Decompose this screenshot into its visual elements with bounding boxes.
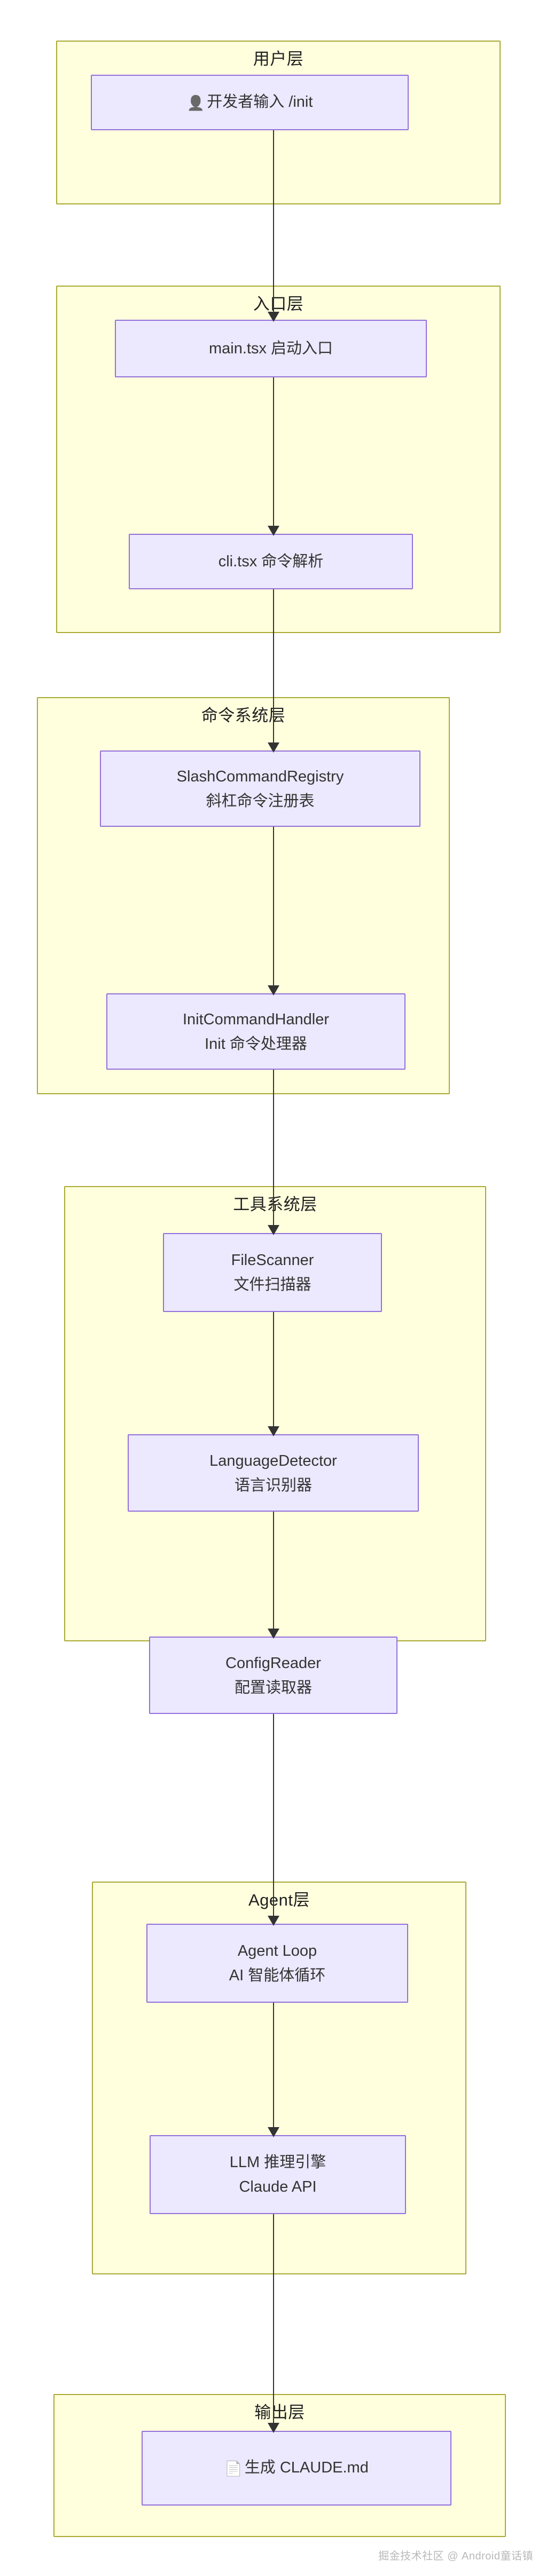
node-text-line: 生成 CLAUDE.md [244,2459,369,2476]
cluster-title-user-layer: 用户层 [253,50,304,68]
node-text-line: Claude API [239,2178,317,2195]
node-text-line: Init 命令处理器 [205,1035,307,1053]
arrowhead-edge-user-to-entry [268,312,279,322]
node-text-line: SlashCommandRegistry [176,768,344,785]
edge-edge-scanner-to-detector [273,1312,274,1427]
arrowhead-edge-llm-to-output [268,2423,279,2433]
arrowhead-edge-config-to-agentloop [268,1916,279,1926]
node-text-line: AI 智能体循环 [229,1967,326,1984]
node-label-llm-inference-engine: LLM 推理引擎 Claude API [224,2150,331,2199]
node-generate-claude-md[interactable]: 📄生成 CLAUDE.md [142,2431,451,2506]
node-label-slash-command-registry: SlashCommandRegistry 斜杠命令注册表 [171,764,349,813]
arrowhead-edge-registry-to-handler [268,985,279,995]
node-text-line: 文件扫描器 [233,1276,311,1293]
cluster-title-command-system-layer: 命令系统层 [201,706,286,725]
node-text-line: FileScanner [231,1252,314,1269]
arrowhead-edge-agentloop-to-llm [268,2127,279,2137]
node-developer-input[interactable]: 👤开发者输入 /init [91,75,409,130]
cluster-title-tool-system-layer: 工具系统层 [233,1195,317,1214]
node-text-line: main.tsx 启动入口 [208,340,333,357]
edge-edge-detector-to-config [273,1512,274,1630]
node-text-line: Agent Loop [237,1942,317,1959]
arrowhead-edge-scanner-to-detector [268,1426,279,1436]
person-icon: 👤 [186,94,205,112]
edge-edge-user-to-entry [273,130,274,313]
watermark: 掘金技术社区 @ Android童话镇 [378,2550,533,2562]
node-agent-loop[interactable]: Agent Loop AI 智能体循环 [146,1924,408,2003]
edge-edge-agentloop-to-llm [273,2003,274,2128]
edge-edge-llm-to-output [273,2214,274,2424]
node-text-line: 开发者输入 /init [207,93,313,110]
node-label-config-reader: ConfigReader 配置读取器 [220,1651,326,1700]
edge-edge-main-to-cli [273,377,274,527]
edge-edge-cli-to-registry [273,589,274,744]
node-label-agent-loop: Agent Loop AI 智能体循环 [224,1939,331,1988]
node-cli-tsx-parse[interactable]: cli.tsx 命令解析 [129,534,413,589]
node-text-line: LLM 推理引擎 [229,2154,326,2171]
node-text-line: InitCommandHandler [182,1010,329,1028]
arrowhead-edge-cli-to-registry [268,742,279,753]
node-label-file-scanner: FileScanner 文件扫描器 [226,1248,319,1297]
node-slash-command-registry[interactable]: SlashCommandRegistry 斜杠命令注册表 [100,750,420,827]
cluster-title-entry-layer: 入口层 [253,295,304,313]
node-label-developer-input: 👤开发者输入 /init [182,90,318,116]
node-label-generate-claude-md: 📄生成 CLAUDE.md [219,2455,374,2482]
node-text-line: ConfigReader [225,1654,321,1672]
cluster-title-agent-layer: Agent层 [248,1891,310,1909]
edge-edge-handler-to-scanner [273,1070,274,1226]
node-text-line: cli.tsx 命令解析 [218,553,324,570]
arrowhead-edge-main-to-cli [268,526,279,536]
node-main-tsx-entry[interactable]: main.tsx 启动入口 [115,320,427,377]
node-text-line: 斜杠命令注册表 [206,792,315,810]
node-file-scanner[interactable]: FileScanner 文件扫描器 [163,1233,382,1312]
cluster-title-output-layer: 输出层 [254,2403,305,2422]
node-text-line: 配置读取器 [234,1679,312,1696]
arrowhead-edge-handler-to-scanner [268,1225,279,1235]
node-label-language-detector: LanguageDetector 语言识别器 [204,1449,342,1498]
document-icon: 📄 [224,2460,243,2477]
edge-edge-config-to-agentloop [273,1714,274,1917]
node-label-cli-tsx-parse: cli.tsx 命令解析 [213,549,329,574]
edge-edge-registry-to-handler [273,827,274,986]
node-label-main-tsx-entry: main.tsx 启动入口 [204,336,338,361]
node-text-line: 语言识别器 [234,1476,312,1494]
arrowhead-edge-detector-to-config [268,1629,279,1639]
node-llm-inference-engine[interactable]: LLM 推理引擎 Claude API [150,2135,406,2214]
node-text-line: LanguageDetector [209,1452,337,1469]
